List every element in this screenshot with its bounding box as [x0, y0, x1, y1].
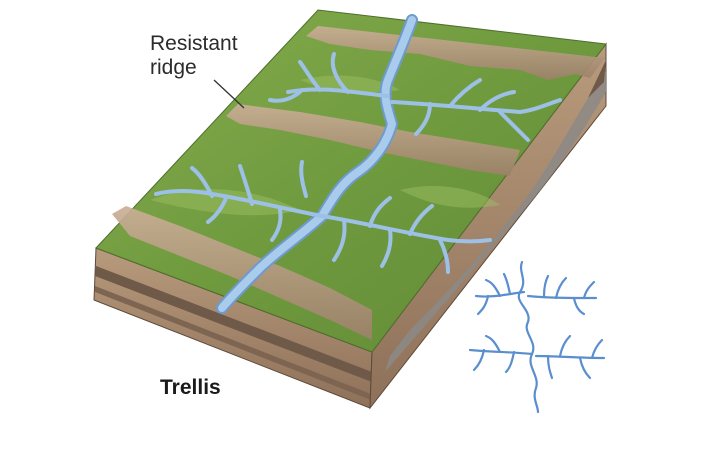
resistant-ridge-2	[226, 104, 520, 176]
ridge-leader-line	[213, 79, 245, 109]
ridge-label-line2: ridge	[150, 56, 197, 79]
trellis-pattern-icon	[468, 260, 606, 414]
resistant-ridge-3	[112, 206, 372, 340]
lower-tributaries	[154, 160, 492, 274]
block-front-side	[93, 247, 373, 409]
upper-tributaries	[268, 52, 562, 142]
resistant-ridge-1	[306, 26, 605, 80]
diagram-title: Trellis	[160, 376, 221, 399]
resistant-ridge-label: Resistant ridge	[150, 32, 238, 80]
trellis-river-network	[154, 14, 562, 314]
ridge-label-line1: Resistant	[150, 32, 238, 55]
